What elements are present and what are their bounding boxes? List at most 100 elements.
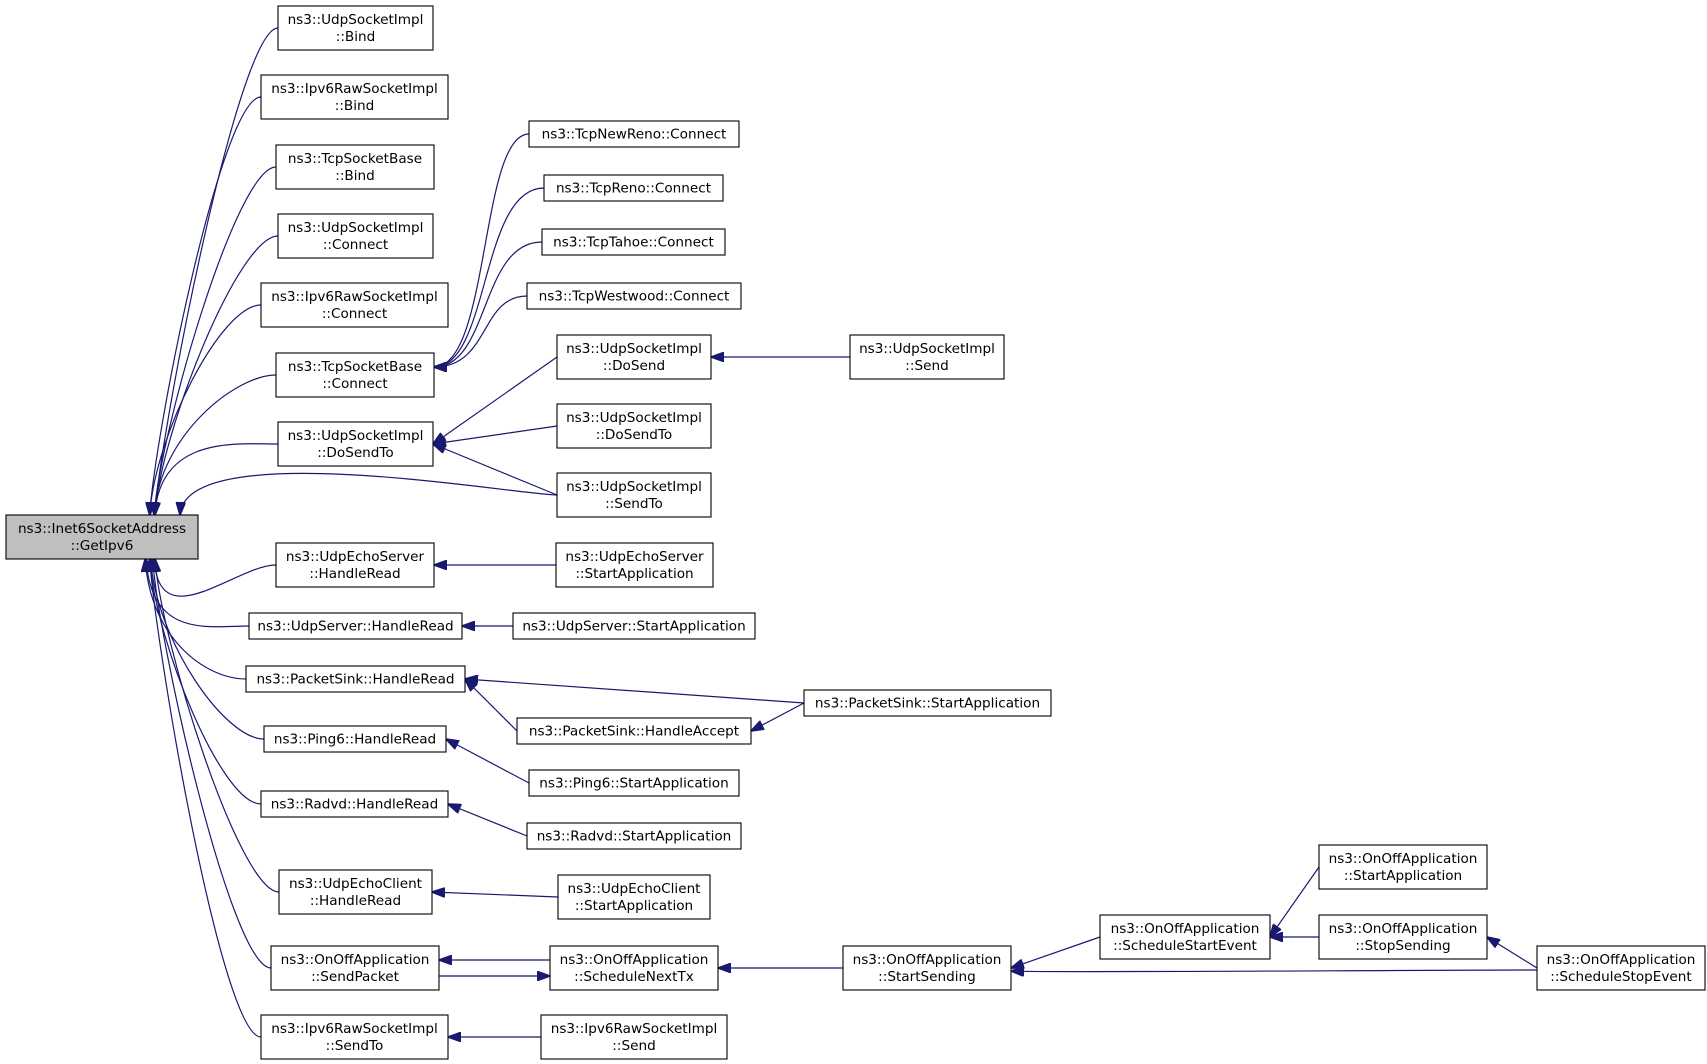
- node-ipv6raw-connect[interactable]: ns3::Ipv6RawSocketImpl::Connect: [260, 282, 449, 328]
- node-tcpwestwood-connect[interactable]: ns3::TcpWestwood::Connect: [526, 282, 742, 310]
- node-label: ns3::UdpSocketImpl: [288, 428, 424, 444]
- node-box: [260, 74, 449, 120]
- node-box: [557, 874, 711, 920]
- node-label: ns3::Inet6SocketAddress: [18, 521, 186, 537]
- node-tcpbase-bind[interactable]: ns3::TcpSocketBase::Bind: [275, 144, 435, 190]
- node-udpserver-start[interactable]: ns3::UdpServer::StartApplication: [512, 612, 756, 640]
- node-box: [526, 822, 742, 850]
- node-ping6-start[interactable]: ns3::Ping6::StartApplication: [528, 769, 740, 797]
- node-label: ::HandleRead: [310, 893, 401, 909]
- node-onoff-startapp[interactable]: ns3::OnOffApplication::StartApplication: [1318, 844, 1488, 890]
- node-tcptahoe-connect[interactable]: ns3::TcpTahoe::Connect: [541, 228, 726, 256]
- node-udpecho-client-hr[interactable]: ns3::UdpEchoClient::HandleRead: [278, 869, 433, 915]
- node-box: [842, 945, 1012, 991]
- node-box: [270, 945, 440, 991]
- edges-layer: [145, 27, 1538, 1037]
- node-onoff-schedstop[interactable]: ns3::OnOffApplication::ScheduleStopEvent: [1536, 945, 1706, 991]
- call-edge: [433, 356, 558, 444]
- node-onoff-startsending[interactable]: ns3::OnOffApplication::StartSending: [842, 945, 1012, 991]
- node-udpecho-server-hr[interactable]: ns3::UdpEchoServer::HandleRead: [275, 542, 435, 588]
- call-edge: [150, 304, 262, 515]
- call-edge: [180, 472, 558, 515]
- node-packetsink-accept[interactable]: ns3::PacketSink::HandleAccept: [516, 717, 752, 745]
- node-udpecho-client-start[interactable]: ns3::UdpEchoClient::StartApplication: [557, 874, 711, 920]
- node-box: [512, 612, 756, 640]
- node-label: ns3::OnOffApplication: [1111, 921, 1260, 937]
- node-label: ns3::UdpSocketImpl: [566, 479, 702, 495]
- node-box: [275, 542, 435, 588]
- node-root[interactable]: ns3::Inet6SocketAddress::GetIpv6: [5, 514, 199, 560]
- node-box: [278, 869, 433, 915]
- node-ipv6raw-sendto[interactable]: ns3::Ipv6RawSocketImpl::SendTo: [260, 1014, 449, 1060]
- node-box: [556, 403, 712, 449]
- node-box: [1099, 914, 1271, 960]
- node-label: ns3::TcpNewReno::Connect: [542, 127, 727, 143]
- node-box: [528, 120, 740, 148]
- node-udpecho-server-start[interactable]: ns3::UdpEchoServer::StartApplication: [555, 542, 714, 588]
- call-edge: [155, 27, 279, 515]
- node-udpserver-hr[interactable]: ns3::UdpServer::HandleRead: [248, 612, 463, 640]
- node-label: ::SendTo: [605, 496, 663, 512]
- node-box: [556, 334, 712, 380]
- node-label: ns3::OnOffApplication: [853, 952, 1002, 968]
- call-edge: [153, 559, 272, 969]
- node-label: ::ScheduleNextTx: [574, 969, 694, 985]
- node-label: ::Bind: [336, 29, 376, 45]
- node-label: ns3::PacketSink::HandleAccept: [529, 724, 739, 740]
- node-udp-send[interactable]: ns3::UdpSocketImpl::Send: [849, 334, 1005, 380]
- node-ipv6raw-send[interactable]: ns3::Ipv6RawSocketImpl::Send: [540, 1014, 728, 1060]
- node-radvd-start[interactable]: ns3::Radvd::StartApplication: [526, 822, 742, 850]
- node-label: ns3::OnOffApplication: [560, 952, 709, 968]
- call-edge: [150, 96, 262, 515]
- call-edge: [1487, 937, 1538, 969]
- node-udp-dosendto2[interactable]: ns3::UdpSocketImpl::DoSendTo: [556, 403, 712, 449]
- nodes-layer: ns3::Inet6SocketAddress::GetIpv6ns3::Udp…: [5, 5, 1706, 1060]
- node-box: [803, 689, 1052, 717]
- node-label: ::DoSend: [603, 358, 665, 374]
- call-edge: [434, 133, 530, 367]
- node-label: ns3::TcpSocketBase: [288, 151, 422, 167]
- node-label: ns3::Ipv6RawSocketImpl: [271, 289, 438, 305]
- node-radvd-hr[interactable]: ns3::Radvd::HandleRead: [260, 790, 449, 818]
- node-udp-dosend[interactable]: ns3::UdpSocketImpl::DoSend: [556, 334, 712, 380]
- node-udp-sendto[interactable]: ns3::UdpSocketImpl::SendTo: [556, 472, 712, 518]
- node-label: ::ScheduleStopEvent: [1550, 969, 1691, 985]
- node-udp-bind[interactable]: ns3::UdpSocketImpl::Bind: [277, 5, 434, 51]
- call-edge: [1011, 970, 1538, 972]
- node-onoff-stopsending[interactable]: ns3::OnOffApplication::StopSending: [1318, 914, 1488, 960]
- node-onoff-schedstart[interactable]: ns3::OnOffApplication::ScheduleStartEven…: [1099, 914, 1271, 960]
- node-packetsink-start[interactable]: ns3::PacketSink::StartApplication: [803, 689, 1052, 717]
- node-udp-connect[interactable]: ns3::UdpSocketImpl::Connect: [277, 213, 434, 259]
- node-tcpbase-connect[interactable]: ns3::TcpSocketBase::Connect: [275, 352, 435, 398]
- node-label: ns3::UdpSocketImpl: [288, 12, 424, 28]
- node-box: [260, 1014, 449, 1060]
- node-box: [277, 213, 434, 259]
- node-tcpreno-connect[interactable]: ns3::TcpReno::Connect: [543, 174, 724, 202]
- node-box: [556, 472, 712, 518]
- node-label: ::Send: [612, 1038, 655, 1054]
- node-label: ns3::UdpServer::HandleRead: [257, 619, 453, 635]
- call-edge: [434, 187, 545, 367]
- node-label: ns3::Radvd::StartApplication: [537, 829, 732, 845]
- node-label: ns3::PacketSink::StartApplication: [815, 696, 1040, 712]
- node-ping6-hr[interactable]: ns3::Ping6::HandleRead: [263, 725, 447, 753]
- node-label: ns3::UdpEchoServer: [565, 549, 704, 565]
- node-box: [1318, 914, 1488, 960]
- node-label: ns3::TcpWestwood::Connect: [539, 289, 730, 305]
- node-onoff-sendpacket[interactable]: ns3::OnOffApplication::SendPacket: [270, 945, 440, 991]
- node-label: ns3::OnOffApplication: [1547, 952, 1696, 968]
- node-box: [540, 1014, 728, 1060]
- call-edge: [155, 559, 280, 893]
- node-label: ::SendPacket: [311, 969, 399, 985]
- node-label: ::StartSending: [878, 969, 976, 985]
- node-packetsink-hr[interactable]: ns3::PacketSink::HandleRead: [245, 665, 466, 693]
- node-udp-dosendto[interactable]: ns3::UdpSocketImpl::DoSendTo: [277, 421, 434, 467]
- node-box: [1318, 844, 1488, 890]
- node-onoff-schednexttx[interactable]: ns3::OnOffApplication::ScheduleNextTx: [549, 945, 719, 991]
- call-edge: [154, 559, 277, 597]
- node-tcpnewreno-connect[interactable]: ns3::TcpNewReno::Connect: [528, 120, 740, 148]
- node-ipv6raw-bind[interactable]: ns3::Ipv6RawSocketImpl::Bind: [260, 74, 449, 120]
- call-edge: [448, 804, 528, 837]
- node-box: [277, 421, 434, 467]
